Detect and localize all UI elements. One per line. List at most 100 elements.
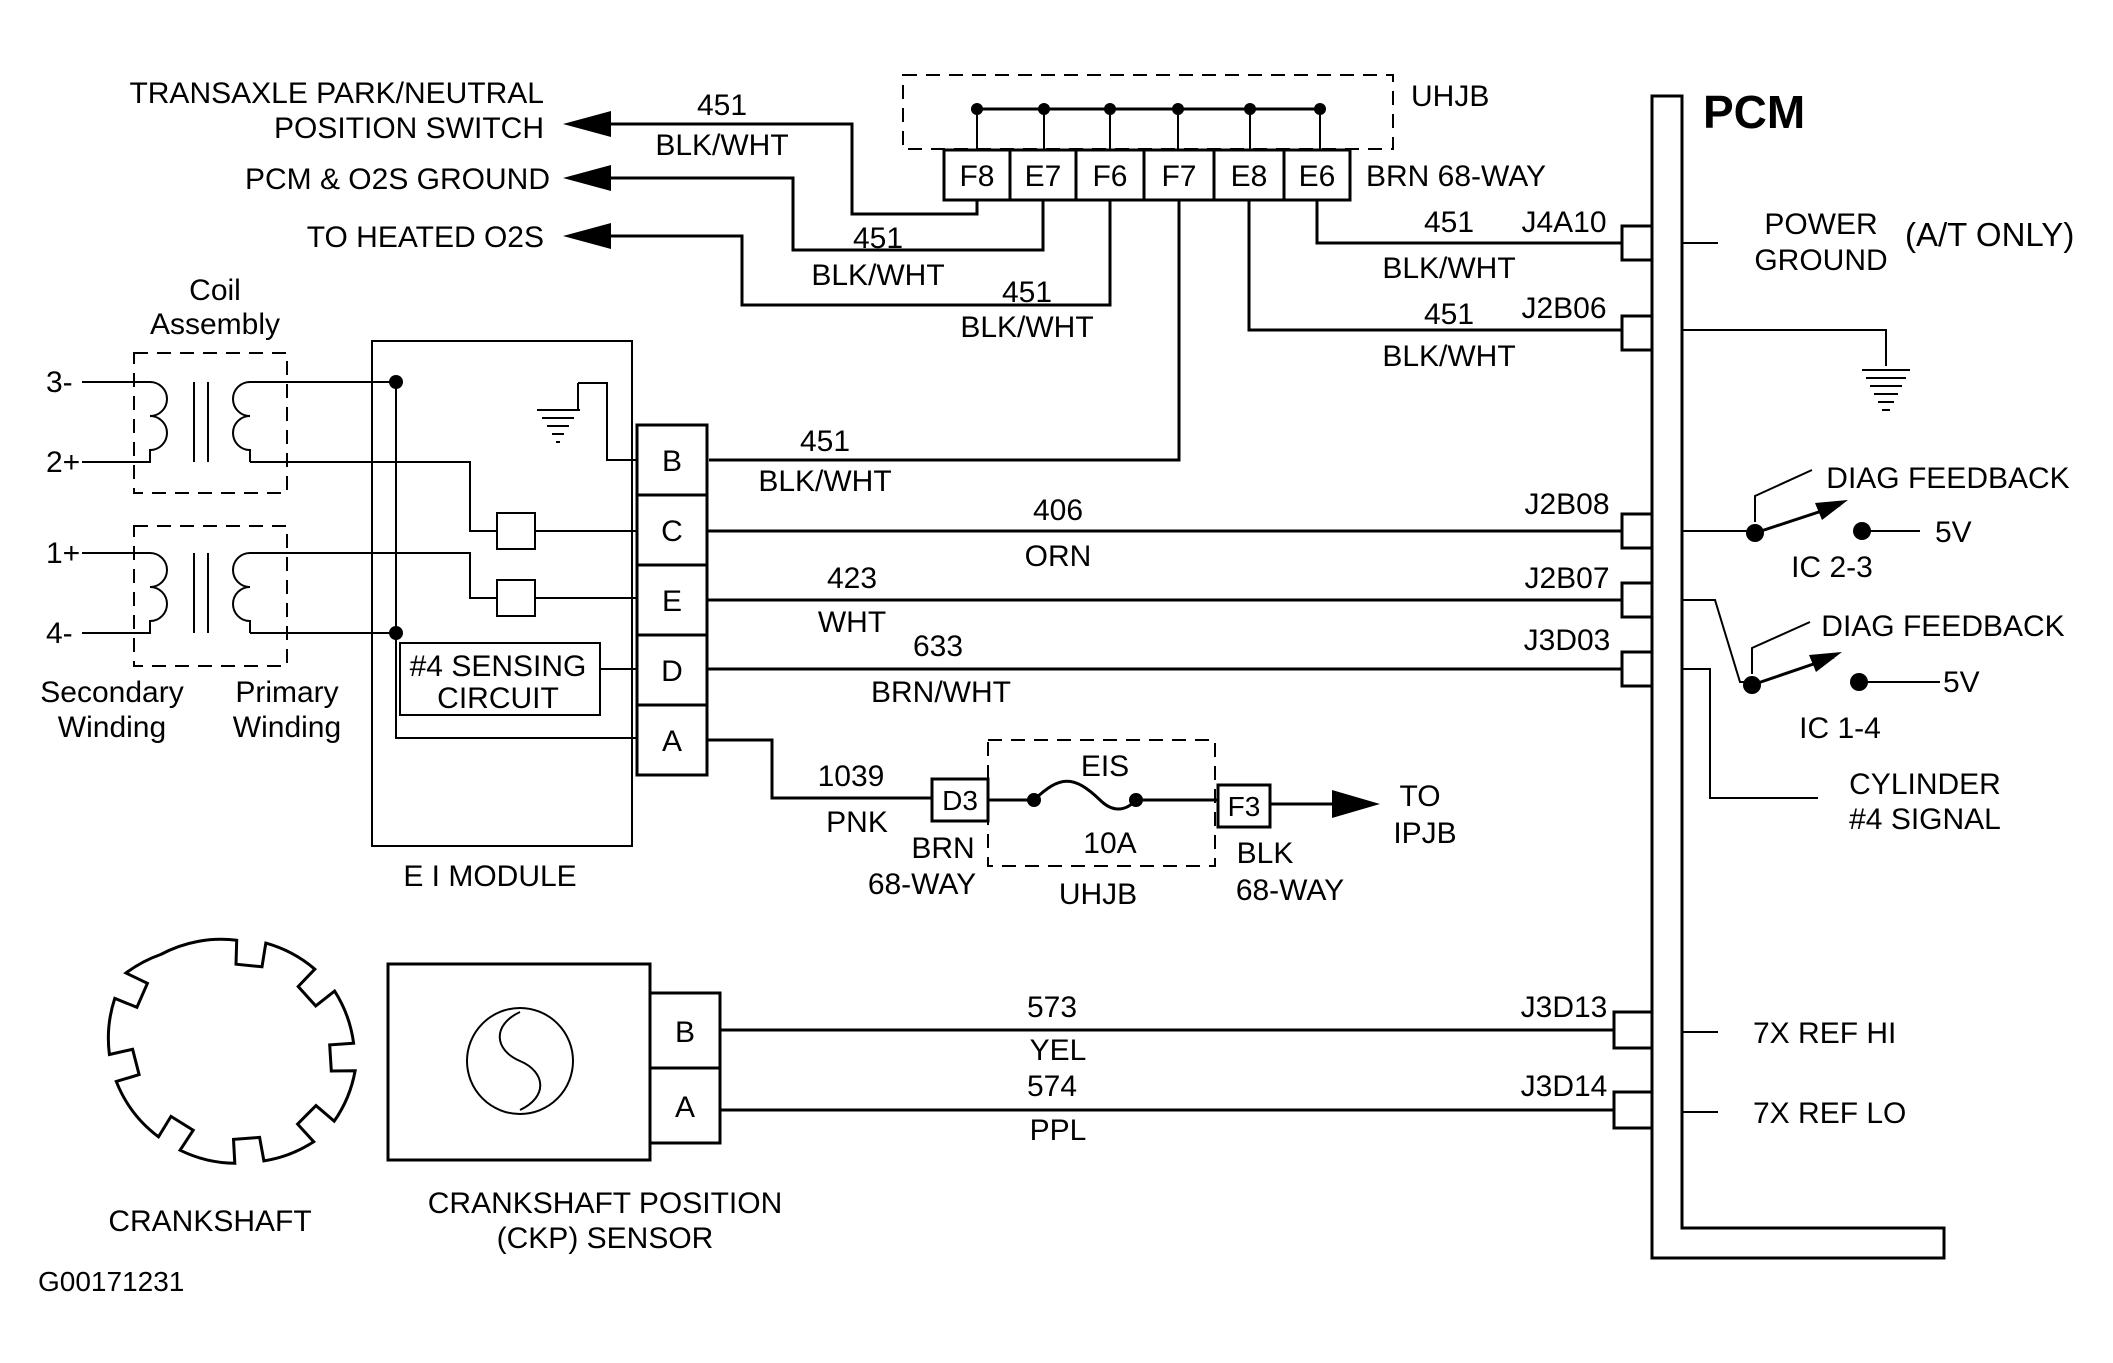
uhjb-pin-f7-label: F7 [1161, 160, 1196, 193]
to-label: TO [1399, 780, 1440, 813]
terminal-1-label: 1+ [46, 537, 80, 570]
arrow-right-icon [1332, 790, 1380, 818]
eis-fuse-circuit: 1039 PNK D3 EIS 10A F3 TO IPJB BRN 68-WA… [707, 738, 1457, 911]
crankshaft-wheel [106, 937, 357, 1165]
pin-j3d13: J3D13 [1521, 991, 1608, 1024]
pcm-terminal-j4a10 [1620, 224, 1654, 262]
ei-pin-b-label: B [662, 445, 682, 478]
uhjb-top-label: UHJB [1411, 80, 1489, 113]
wire-e7-number: 451 [853, 222, 903, 255]
wire-f8-number: 451 [697, 89, 747, 122]
connector-d3 [930, 777, 990, 823]
ckp-pin-b [648, 991, 722, 1070]
wire-f6-number: 451 [1002, 276, 1052, 309]
v5-1-label: 5V [1935, 516, 1972, 549]
ei-pin-d-label: D [661, 655, 683, 688]
ei-pin-a [635, 703, 709, 777]
pcm-terminal-j3d03 [1620, 650, 1654, 688]
wire-e6 [1315, 200, 1622, 245]
ground-icon [537, 409, 580, 443]
wire-e6-color: BLK/WHT [1382, 252, 1515, 285]
wire-406-number: 406 [1033, 494, 1083, 527]
crankshaft-reluctor: CRANKSHAFT [106, 937, 357, 1238]
ic14-label: IC 1-4 [1799, 712, 1881, 745]
cylinder-label-line2: #4 SIGNAL [1849, 803, 2001, 836]
at-only-label: (A/T ONLY) [1905, 216, 2074, 253]
ckp-to-pcm-wiring: 573 YEL J3D13 574 PPL J3D14 7X REF HI 7X… [720, 991, 1906, 1147]
pin-j2b08: J2B08 [1524, 488, 1609, 521]
uhjb-wire-labels: 451 BLK/WHT 451 BLK/WHT 451 BLK/WHT 451 … [655, 89, 1606, 373]
wire-423-color: WHT [818, 606, 886, 639]
uhjb-pin-e7-label: E7 [1025, 160, 1062, 193]
wire-b-number: 451 [800, 425, 850, 458]
wire-633-color: BRN/WHT [871, 676, 1011, 709]
cylinder-label-line1: CYLINDER [1849, 768, 2001, 801]
wire-e8-number: 451 [1424, 298, 1474, 331]
wire-1039-number: 1039 [818, 760, 885, 793]
wire-1039-color: PNK [826, 806, 888, 839]
connector-f3-label: F3 [1228, 791, 1261, 822]
ei-drive-c [396, 461, 497, 532]
uhjb-connector-label: BRN 68-WAY [1366, 160, 1546, 193]
ei-internal-rail [395, 382, 637, 739]
uhjb-fuse-dashed-outline [987, 739, 1216, 867]
ckp-pin-a [648, 1066, 722, 1145]
blk-connector-line1: BLK [1237, 837, 1294, 870]
left-destinations: TRANSAXLE PARK/NEUTRAL POSITION SWITCH P… [129, 77, 611, 254]
sensing-circuit-line2: CIRCUIT [437, 682, 559, 715]
uhjb-bottom-label: UHJB [1059, 878, 1137, 911]
coil-title-line2: Assembly [150, 308, 280, 341]
terminal-2-label: 2+ [46, 446, 80, 479]
uhjb-pin-f6 [1074, 148, 1146, 202]
pin-j2b06: J2B06 [1521, 292, 1606, 325]
ckp-sensor-ring [466, 1007, 574, 1115]
uhjb-pin-f8-label: F8 [959, 160, 994, 193]
pcm-title: PCM [1703, 86, 1805, 138]
v5-2-label: 5V [1943, 666, 1980, 699]
wire-e8 [1247, 200, 1622, 332]
primary-winding-line1: Primary [235, 676, 338, 709]
sensing-circuit-line1: #4 SENSING [410, 650, 587, 683]
wire-573-color: YEL [1030, 1034, 1087, 1067]
coil-windings-upper [82, 381, 396, 463]
fuse-eis-label: EIS [1081, 750, 1129, 783]
dest-heated-o2s: TO HEATED O2S [307, 221, 544, 254]
fuse-amps-label: 10A [1083, 827, 1136, 860]
connector-d3-label: D3 [942, 785, 978, 816]
wire-423-number: 423 [827, 562, 877, 595]
pcm-terminal-j2b07 [1620, 581, 1654, 619]
arrow-left-icon [563, 111, 611, 137]
brn-connector-line2: 68-WAY [868, 868, 976, 901]
diag-feedback-1-label: DIAG FEEDBACK [1826, 462, 2069, 495]
pin-j3d14: J3D14 [1521, 1070, 1608, 1103]
ckp-sensor: B A CRANKSHAFT POSITION (CKP) SENSOR [386, 962, 783, 1255]
brn-connector-line1: BRN [911, 832, 974, 865]
blk-connector-line2: 68-WAY [1236, 874, 1344, 907]
wire-e7 [611, 176, 1045, 252]
pcm-terminal-j3d14 [1612, 1090, 1654, 1130]
wire-f6 [611, 200, 1112, 307]
terminal-3-label: 3- [46, 366, 73, 399]
arrow-left-icon [563, 165, 611, 191]
uhjb-pin-e6-label: E6 [1299, 160, 1336, 193]
ckp-pin-b-label: B [675, 1016, 695, 1049]
ei-pin-e-label: E [662, 585, 682, 618]
ac-sine-icon [498, 1011, 542, 1111]
ei-driver-e [496, 579, 536, 617]
wire-574-color: PPL [1030, 1114, 1087, 1147]
wire-f7-to-ei-b [709, 200, 1181, 462]
ei-drive-e [396, 552, 497, 599]
wire-f8 [611, 122, 979, 216]
ei-ground-lead [578, 382, 637, 461]
ckp-label-line1: CRANKSHAFT POSITION [428, 1187, 783, 1220]
coil-title-line1: Coil [189, 274, 241, 307]
ipjb-label: IPJB [1393, 817, 1456, 850]
pcm-outline [1650, 94, 1946, 1260]
ei-module-label: E I MODULE [403, 860, 576, 893]
cylinder-4-lead [1682, 668, 1818, 799]
arrow-left-icon [563, 223, 611, 249]
secondary-winding-line2: Winding [58, 711, 166, 744]
primary-winding-line2: Winding [233, 711, 341, 744]
ground-icon [1862, 369, 1910, 411]
ref-lo-label: 7X REF LO [1753, 1097, 1906, 1130]
